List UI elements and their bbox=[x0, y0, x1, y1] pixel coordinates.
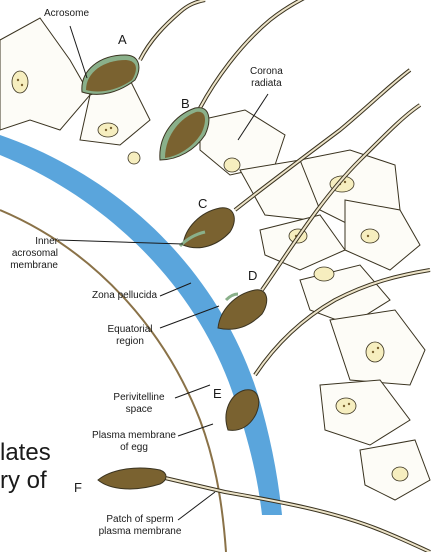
cell-nuclei bbox=[11, 70, 409, 482]
label-perivitelline-space: Perivitelline space bbox=[113, 392, 165, 415]
sperm-f bbox=[97, 467, 431, 552]
sperm-e bbox=[225, 268, 431, 431]
label-acrosome: Acrosome bbox=[44, 8, 90, 19]
label-equatorial-region: Equatorial region bbox=[107, 324, 153, 347]
label-plasma-membrane-egg: Plasma membrane of egg bbox=[92, 430, 176, 453]
stage-letter-f: F bbox=[74, 480, 82, 495]
label-patch-sperm-membrane: Patch of sperm plasma membrane bbox=[98, 514, 182, 537]
sperm-c bbox=[178, 68, 412, 249]
background-text-line-1: lates bbox=[0, 439, 51, 466]
stage-letter-c: C bbox=[198, 196, 208, 211]
stage-letter-d: D bbox=[248, 268, 258, 283]
sperm-a bbox=[81, 0, 206, 95]
label-inner-acrosomal-membrane: Inner acrosomal membrane bbox=[10, 236, 58, 271]
leader-lines bbox=[57, 25, 269, 521]
stage-letter-e: E bbox=[213, 386, 222, 401]
sperm-b bbox=[159, 0, 305, 161]
label-corona-radiata: Corona radiata bbox=[250, 66, 283, 89]
corona-radiata-cells bbox=[0, 17, 431, 501]
stage-letter-a: A bbox=[118, 32, 127, 47]
background-text-line-2: ry of bbox=[0, 467, 47, 494]
stage-letter-b: B bbox=[181, 96, 190, 111]
sperm-d bbox=[217, 103, 422, 330]
label-zona-pellucida: Zona pellucida bbox=[92, 290, 158, 301]
